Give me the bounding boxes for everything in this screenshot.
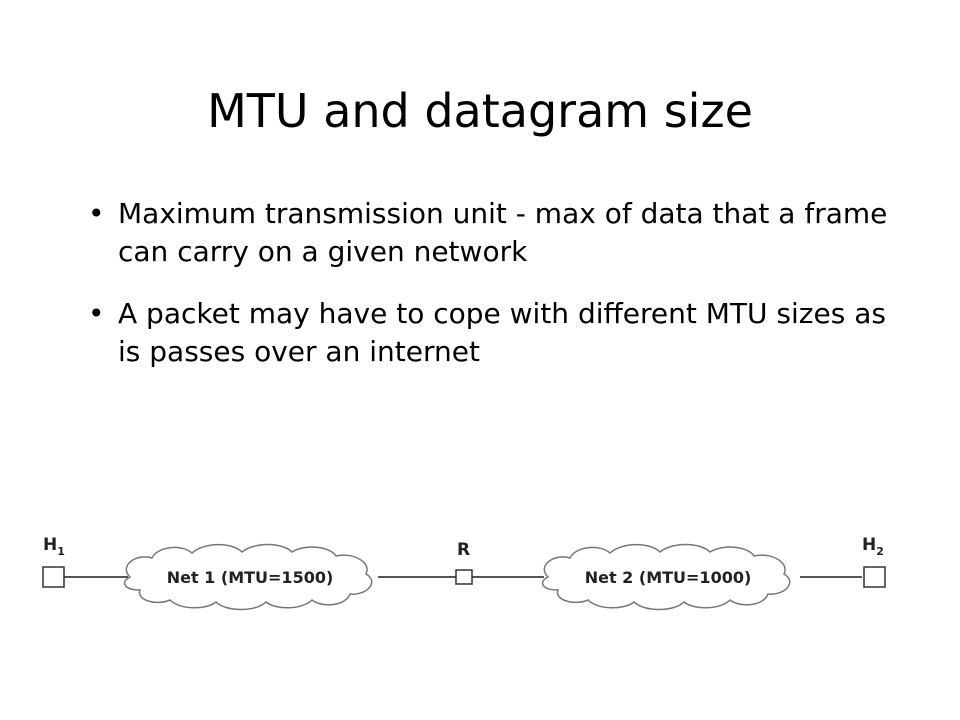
bullet-item: • Maximum transmission unit - max of dat… [88, 195, 908, 271]
router-name: R [457, 540, 470, 560]
bullet-list: • Maximum transmission unit - max of dat… [88, 195, 908, 395]
router-r: R [455, 540, 473, 585]
router-box-icon [455, 569, 473, 585]
host-box-icon [42, 566, 65, 588]
host-name: H [43, 535, 57, 555]
host-name: H [862, 535, 876, 555]
host-subscript: 2 [876, 545, 884, 558]
bullet-dot-icon: • [88, 297, 105, 330]
bullet-text: Maximum transmission unit - max of data … [118, 197, 888, 268]
bullet-item: • A packet may have to cope with differe… [88, 295, 908, 371]
svg-text:H2: H2 [862, 535, 884, 558]
slide-title: MTU and datagram size [207, 84, 753, 138]
host-box-icon [863, 566, 886, 588]
host-subscript: 1 [57, 545, 65, 558]
bullet-dot-icon: • [88, 197, 105, 230]
network-diagram: Net 1 (MTU=1500) Net 2 (MTU=1000) H1 R H… [42, 535, 886, 611]
network-cloud-net2: Net 2 (MTU=1000) [541, 543, 791, 611]
network-label: Net 2 (MTU=1000) [585, 568, 752, 587]
network-cloud-net1: Net 1 (MTU=1500) [123, 543, 373, 611]
bullet-text: A packet may have to cope with different… [118, 297, 886, 368]
network-label: Net 1 (MTU=1500) [167, 568, 334, 587]
svg-text:H1: H1 [43, 535, 65, 558]
host-h1: H1 [42, 535, 65, 588]
host-h2: H2 [862, 535, 886, 588]
